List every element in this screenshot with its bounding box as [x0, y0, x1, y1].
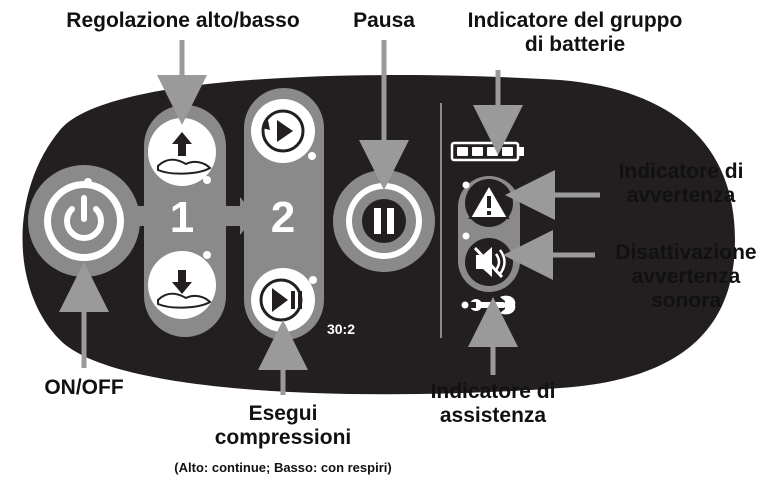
breath-led — [309, 276, 317, 284]
play-pause-icon — [272, 288, 288, 312]
pause-icon — [362, 199, 406, 243]
compression-column — [244, 88, 324, 340]
step-2-label: 2 — [270, 193, 296, 242]
label-mute-line-2: avvertenza — [631, 265, 741, 288]
warning-led — [462, 181, 470, 189]
height-up-led — [203, 176, 211, 184]
battery-cell — [487, 147, 498, 156]
label-warning-line-1: Indicatore di — [618, 160, 744, 183]
label-service-line-1: Indicatore di — [430, 380, 556, 403]
label-onoff: ON/OFF — [44, 376, 124, 399]
height-down-led — [203, 251, 211, 259]
label-compress-line-1: Esegui — [248, 402, 318, 425]
alert-column — [458, 176, 520, 292]
label-compress-line-2: compressioni — [214, 426, 352, 449]
mute-led — [462, 232, 470, 240]
service-led — [461, 301, 469, 309]
label-pause: Pausa — [353, 9, 415, 32]
ratio-label: 30:2 — [326, 321, 356, 337]
label-compress-note: (Alto: continue; Basso: con respiri) — [174, 460, 392, 475]
label-battery-line-2: di batterie — [524, 33, 626, 56]
label-height-adjust: Regolazione alto/basso — [66, 9, 300, 32]
label-warning-line-2: avvertenza — [626, 184, 736, 207]
patient-icon — [157, 292, 212, 309]
label-mute-line-1: Disattivazione — [615, 241, 757, 264]
arrow-up-icon — [172, 132, 192, 156]
battery-cell — [502, 147, 513, 156]
height-adjust-column — [144, 105, 226, 337]
cycle-arrow-icon — [262, 120, 270, 130]
label-mute: Disattivazione avvertenza sonora — [604, 241, 768, 313]
battery-cell — [472, 147, 483, 156]
label-warning: Indicatore di avvertenza — [606, 160, 756, 208]
continuous-compression-button[interactable] — [251, 99, 316, 163]
label-compress: Esegui compressioni — [190, 402, 376, 450]
pause-button[interactable] — [333, 170, 435, 272]
warning-indicator — [462, 179, 513, 227]
power-led — [84, 178, 92, 186]
height-up-button[interactable] — [148, 118, 216, 186]
arrow-down-icon — [172, 270, 192, 294]
power-icon — [64, 195, 104, 242]
height-down-button[interactable] — [148, 251, 216, 319]
continuous-led — [308, 152, 316, 160]
label-service: Indicatore di assistenza — [412, 380, 574, 428]
breath-compression-button[interactable] — [251, 268, 317, 332]
battery-cell — [457, 147, 468, 156]
step-1-label: 1 — [169, 193, 195, 242]
label-battery: Indicatore del gruppo di batterie — [452, 9, 698, 57]
label-service-line-2: assistenza — [439, 404, 547, 427]
pause-led — [380, 177, 388, 185]
play-icon — [277, 120, 293, 142]
patient-icon — [157, 158, 212, 175]
label-mute-line-3: sonora — [650, 289, 721, 312]
power-button[interactable] — [28, 165, 140, 277]
callout-arrows — [59, 40, 600, 395]
label-battery-line-1: Indicatore del gruppo — [467, 9, 683, 32]
